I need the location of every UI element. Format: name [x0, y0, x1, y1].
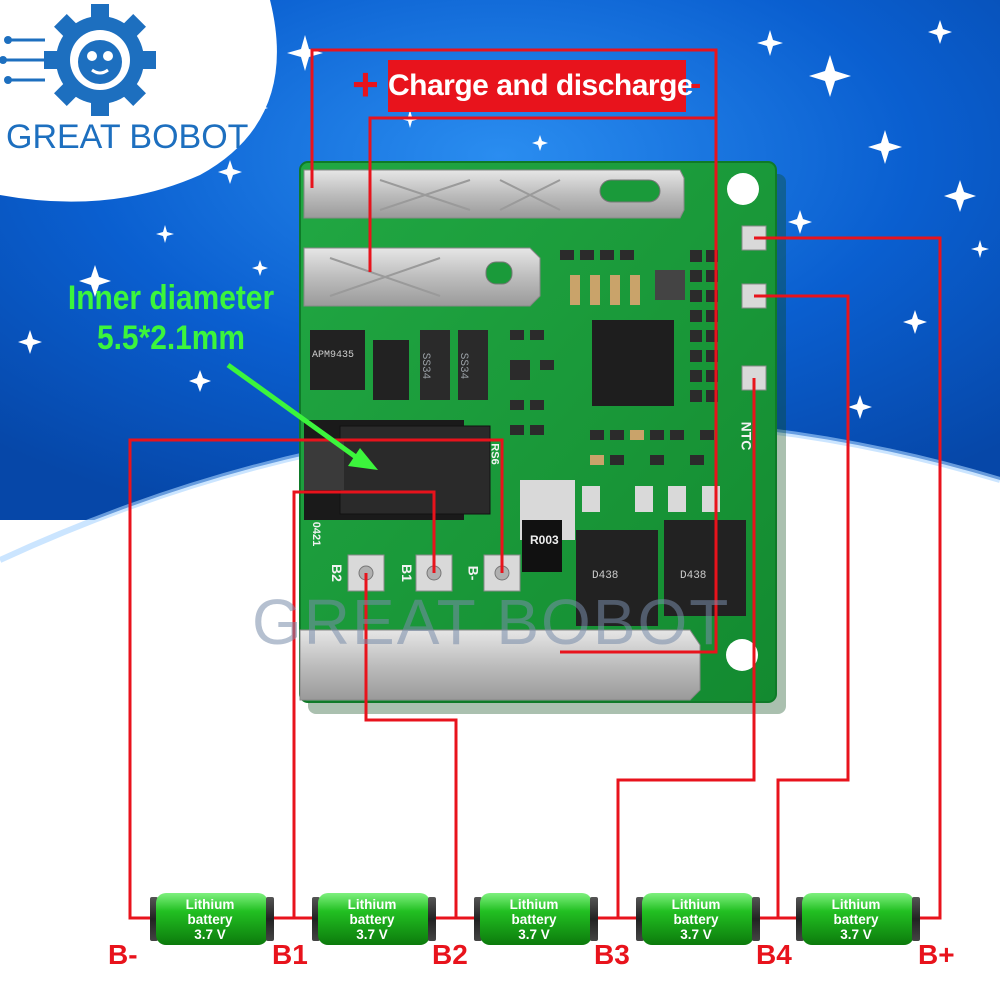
battery-label-line2: battery: [833, 912, 879, 927]
dc-jack: [304, 420, 491, 520]
terminal-label-bminus: B-: [108, 939, 138, 970]
metal-contact-strip-mid: [303, 247, 541, 307]
charge-discharge-label: Charge and discharge: [388, 60, 694, 112]
gear-logo-icon: [0, 4, 156, 116]
battery-label-line1: Lithium: [509, 897, 559, 912]
arrow-icon: [226, 362, 378, 470]
battery-label-line3: 3.7 V: [356, 927, 388, 942]
ic-chips: [310, 320, 746, 626]
silkscreen-b2: B2: [328, 564, 345, 582]
battery-label: Lithium battery 3.7 V: [474, 897, 594, 942]
terminal-label-bplus: B+: [918, 939, 955, 970]
battery-icon: [312, 893, 436, 945]
brand-name: GREAT BOBOT: [6, 118, 249, 156]
chip-label-ss34-b: SS34: [457, 352, 470, 380]
battery-label-line1: Lithium: [347, 897, 397, 912]
battery-label-line1: Lithium: [185, 897, 235, 912]
battery-label: Lithium battery 3.7 V: [150, 897, 270, 942]
plus-sign: +: [352, 58, 379, 110]
inner-diameter-line1: Inner diameter: [67, 279, 275, 317]
battery-label-line2: battery: [187, 912, 233, 927]
battery-label-line3: 3.7 V: [680, 927, 712, 942]
battery-label-line2: battery: [349, 912, 395, 927]
battery-label-line1: Lithium: [831, 897, 881, 912]
battery-icon: [796, 893, 920, 945]
minus-sign: -: [690, 65, 702, 103]
terminal-label-b1: B1: [272, 939, 308, 970]
watermark: GREAT BOBOT: [252, 586, 731, 658]
inner-diameter-line2: 5.5*2.1mm: [96, 319, 246, 357]
battery-icon: [150, 893, 274, 945]
chip-label-apm: APM9435: [312, 350, 355, 361]
metal-contact-strip-top: [303, 169, 685, 219]
silkscreen-r003: R003: [530, 533, 559, 547]
battery-label-line1: Lithium: [671, 897, 721, 912]
mounting-hole: [726, 639, 758, 671]
chip-label-ss34-a: SS34: [419, 352, 432, 380]
battery-label-line2: battery: [511, 912, 557, 927]
battery-icon: [474, 893, 598, 945]
battery-cells: [150, 893, 920, 945]
chip-label-d438-a: D438: [592, 570, 619, 582]
mounting-hole: [727, 173, 759, 205]
silkscreen-rs6: RS6: [488, 443, 501, 465]
battery-icon: [636, 893, 760, 945]
battery-label: Lithium battery 3.7 V: [636, 897, 756, 942]
battery-label-line2: battery: [673, 912, 719, 927]
terminal-label-b4: B4: [756, 939, 792, 970]
battery-label: Lithium battery 3.7 V: [312, 897, 432, 942]
silkscreen-code: 0421: [310, 521, 323, 547]
silkscreen-bminus: B-: [465, 565, 482, 581]
battery-label: Lithium battery 3.7 V: [796, 897, 916, 942]
terminal-label-b2: B2: [432, 939, 468, 970]
battery-label-line3: 3.7 V: [840, 927, 872, 942]
battery-label-line3: 3.7 V: [518, 927, 550, 942]
metal-contact-strip-bottom: [299, 629, 701, 701]
battery-label-line3: 3.7 V: [194, 927, 226, 942]
sparkle-stars: [18, 20, 989, 419]
red-wires: [128, 48, 942, 920]
silkscreen-ntc: NTC: [738, 421, 755, 451]
chip-label-d438-b: D438: [680, 570, 707, 582]
terminal-label-b3: B3: [594, 939, 630, 970]
inner-diameter-label: Inner diameter 5.5*2.1mm: [52, 278, 290, 358]
silkscreen-b1: B1: [398, 564, 415, 582]
